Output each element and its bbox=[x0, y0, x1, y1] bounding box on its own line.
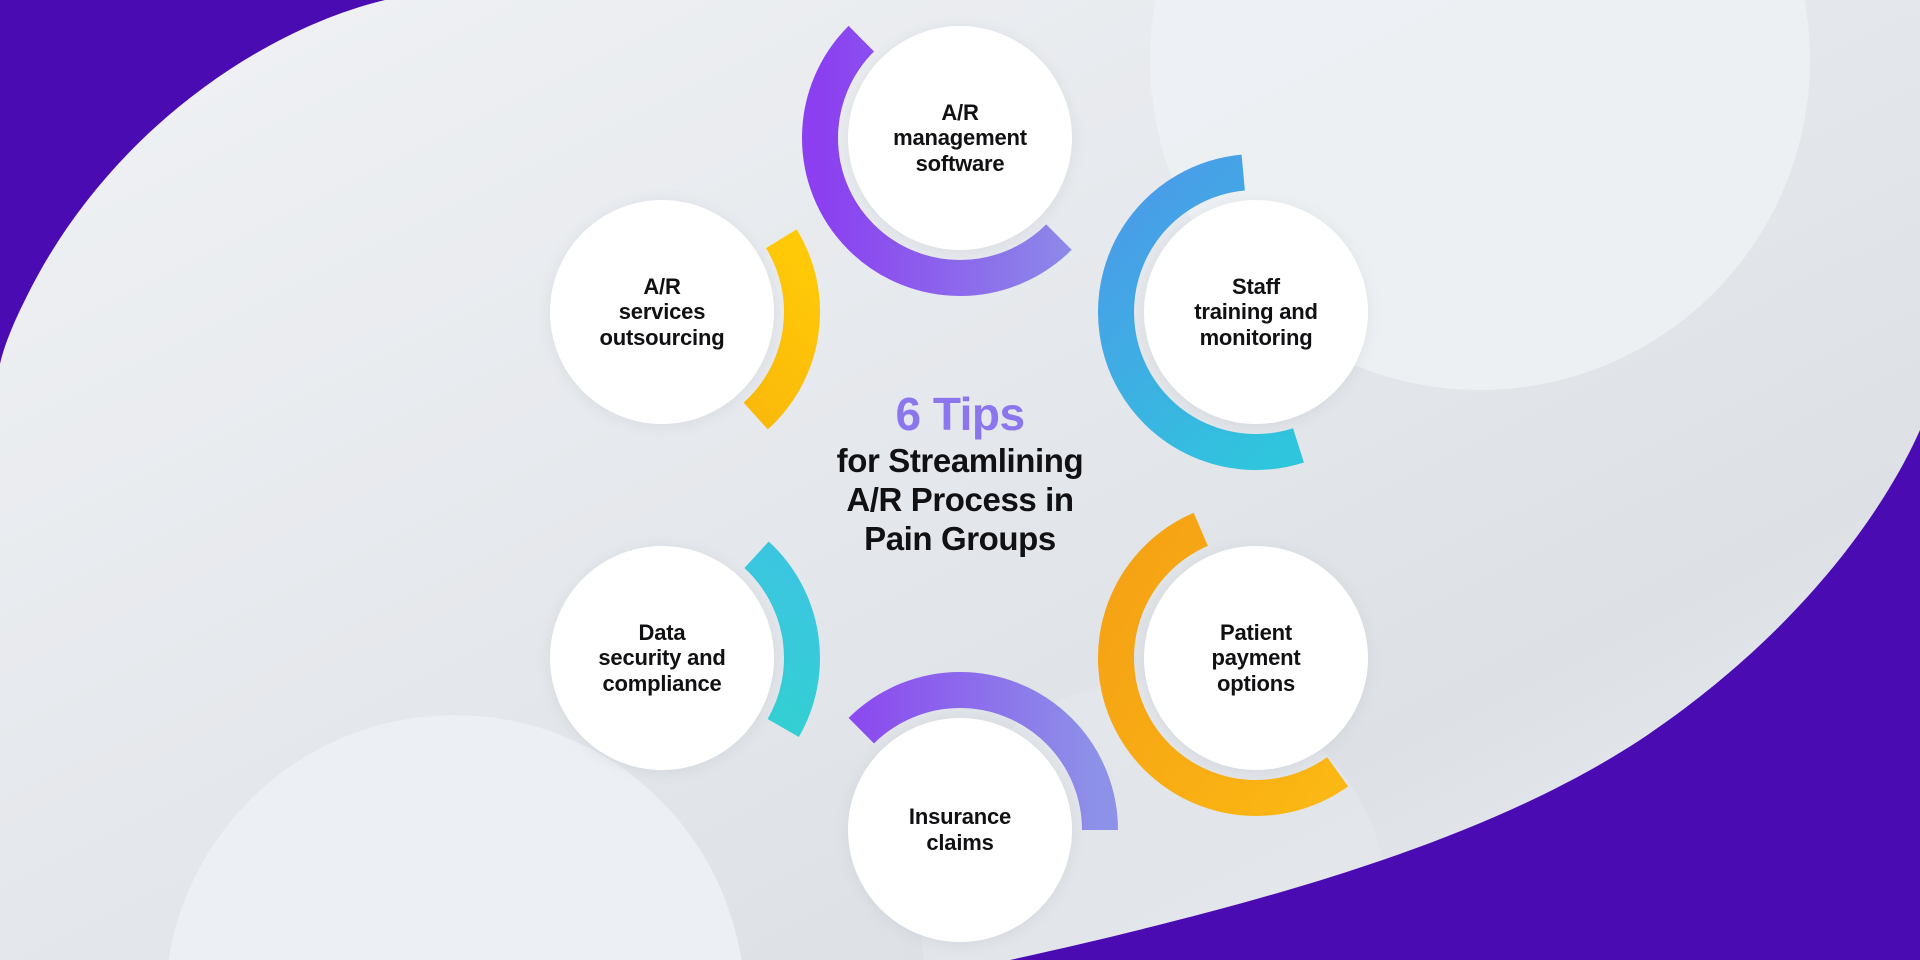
corner-shape-top-left bbox=[0, 0, 385, 430]
center-title-block: 6 Tips for Streamlining A/R Process in P… bbox=[760, 390, 1160, 558]
node-label-ar-management-software: A/R management software bbox=[893, 99, 1027, 176]
node-patient-payment-options[interactable]: Patient payment options bbox=[1144, 546, 1368, 770]
node-insurance-claims[interactable]: Insurance claims bbox=[848, 718, 1072, 942]
corner-shape-top-left-inner bbox=[0, 0, 175, 352]
node-ar-services-outsourcing[interactable]: A/R services outsourcing bbox=[550, 200, 774, 424]
node-label-ar-services-outsourcing: A/R services outsourcing bbox=[599, 273, 725, 350]
node-label-staff-training-and-monitoring: Staff training and monitoring bbox=[1194, 273, 1318, 350]
node-data-security-and-compliance[interactable]: Data security and compliance bbox=[550, 546, 774, 770]
node-label-insurance-claims: Insurance claims bbox=[908, 804, 1012, 855]
node-label-data-security-and-compliance: Data security and compliance bbox=[598, 619, 726, 696]
corner-shape-bottom-right bbox=[1010, 430, 1920, 960]
node-label-patient-payment-options: Patient payment options bbox=[1211, 619, 1301, 696]
node-staff-training-and-monitoring[interactable]: Staff training and monitoring bbox=[1144, 200, 1368, 424]
center-subheadline: for Streamlining A/R Process in Pain Gro… bbox=[836, 442, 1084, 557]
node-ar-management-software[interactable]: A/R management software bbox=[848, 26, 1072, 250]
center-headline: 6 Tips bbox=[895, 388, 1025, 440]
